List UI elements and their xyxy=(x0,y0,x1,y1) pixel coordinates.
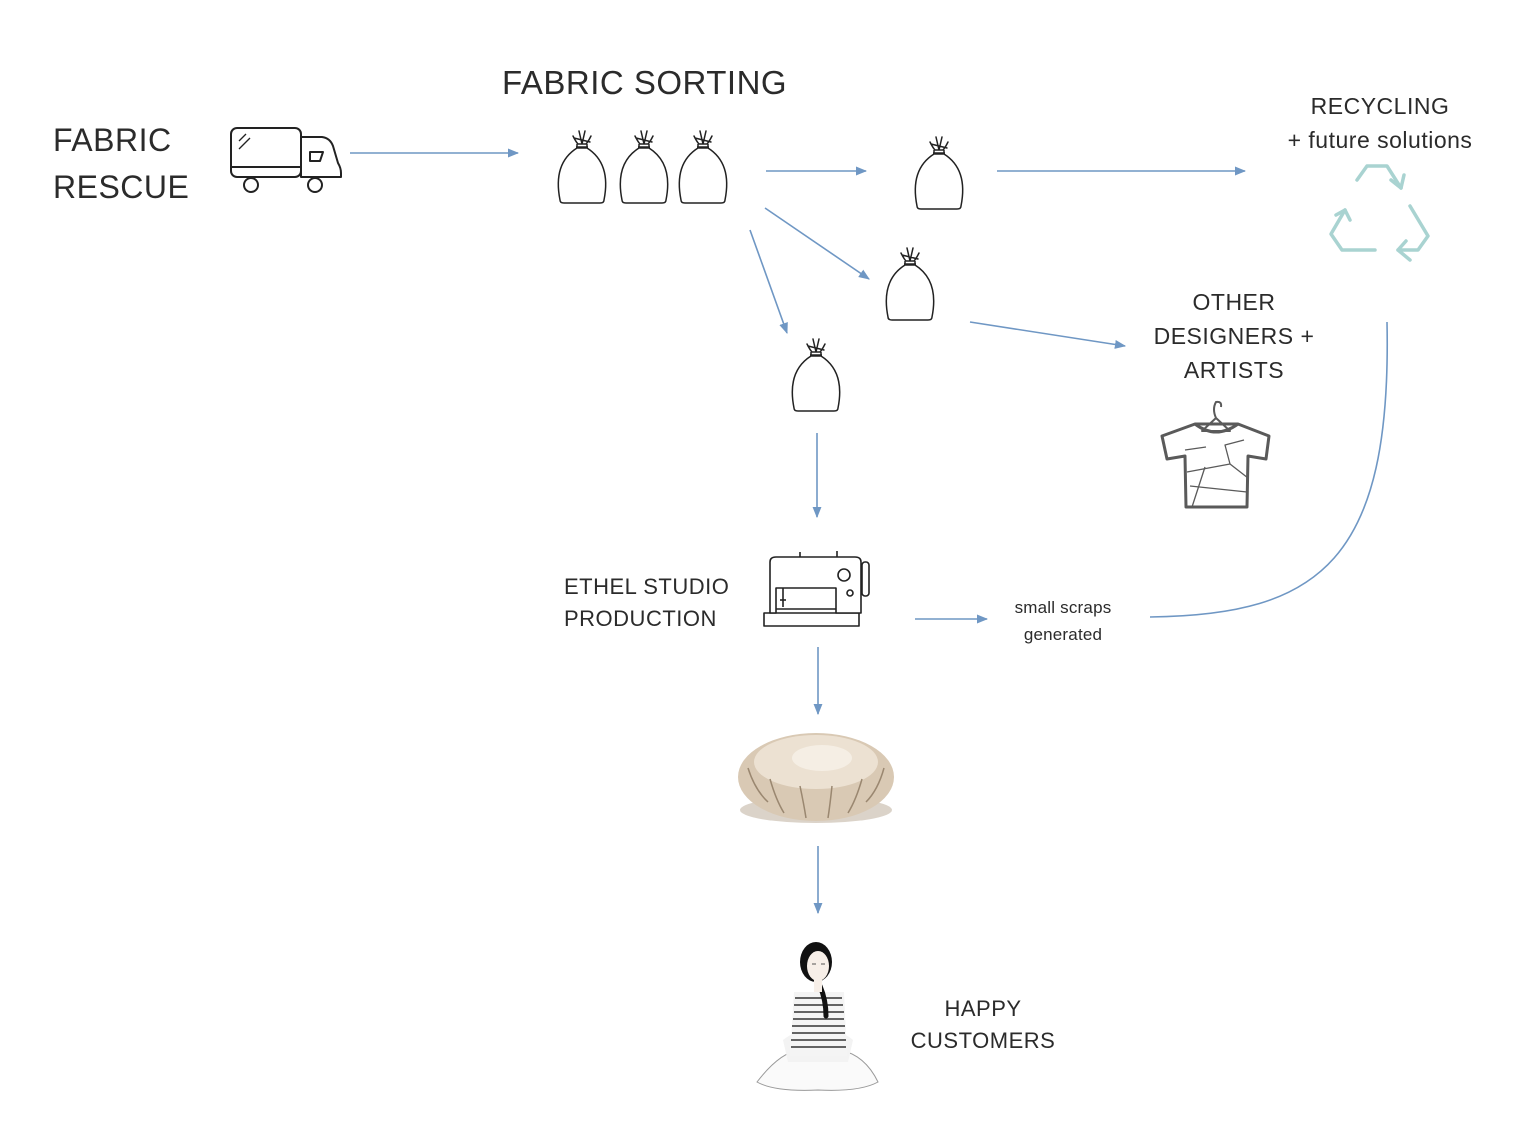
fabric-bag-icon xyxy=(619,130,669,204)
recycle-icon xyxy=(1329,164,1430,262)
patchwork-shirt-icon xyxy=(1160,400,1271,509)
happy-customers-label: HAPPY CUSTOMERS xyxy=(910,996,1056,1053)
small-scraps-label: small scraps generated xyxy=(1014,598,1112,644)
recycling-label: RECYCLING + future solutions xyxy=(1287,93,1473,153)
ethel-studio-label: ETHEL STUDIO PRODUCTION xyxy=(564,574,730,631)
sewing-machine-icon xyxy=(763,551,870,627)
fabric-bag-icon xyxy=(678,130,728,204)
truck-icon xyxy=(230,127,342,193)
fabric-sorting-label: FABRIC SORTING xyxy=(502,64,788,101)
fabric-rescue-label: FABRIC RESCUE xyxy=(53,122,190,205)
fabric-bag-icon xyxy=(557,130,607,204)
meditation-cushion-image xyxy=(738,733,894,823)
meditating-woman-illustration xyxy=(756,942,879,1091)
arrow-sorting-to-bag-2 xyxy=(764,207,870,280)
arrow-sorting-to-bag-3 xyxy=(749,229,788,335)
fabric-bag-icon xyxy=(914,136,964,210)
arrow-bag-2-to-designers xyxy=(969,321,1127,349)
fabric-bag-icon xyxy=(791,338,841,412)
other-designers-label: OTHER DESIGNERS + ARTISTS xyxy=(1153,289,1315,383)
arrow-scraps-to-recycling xyxy=(1149,321,1389,618)
fabric-bag-icon xyxy=(885,247,935,321)
flow-arrows xyxy=(350,148,1389,915)
